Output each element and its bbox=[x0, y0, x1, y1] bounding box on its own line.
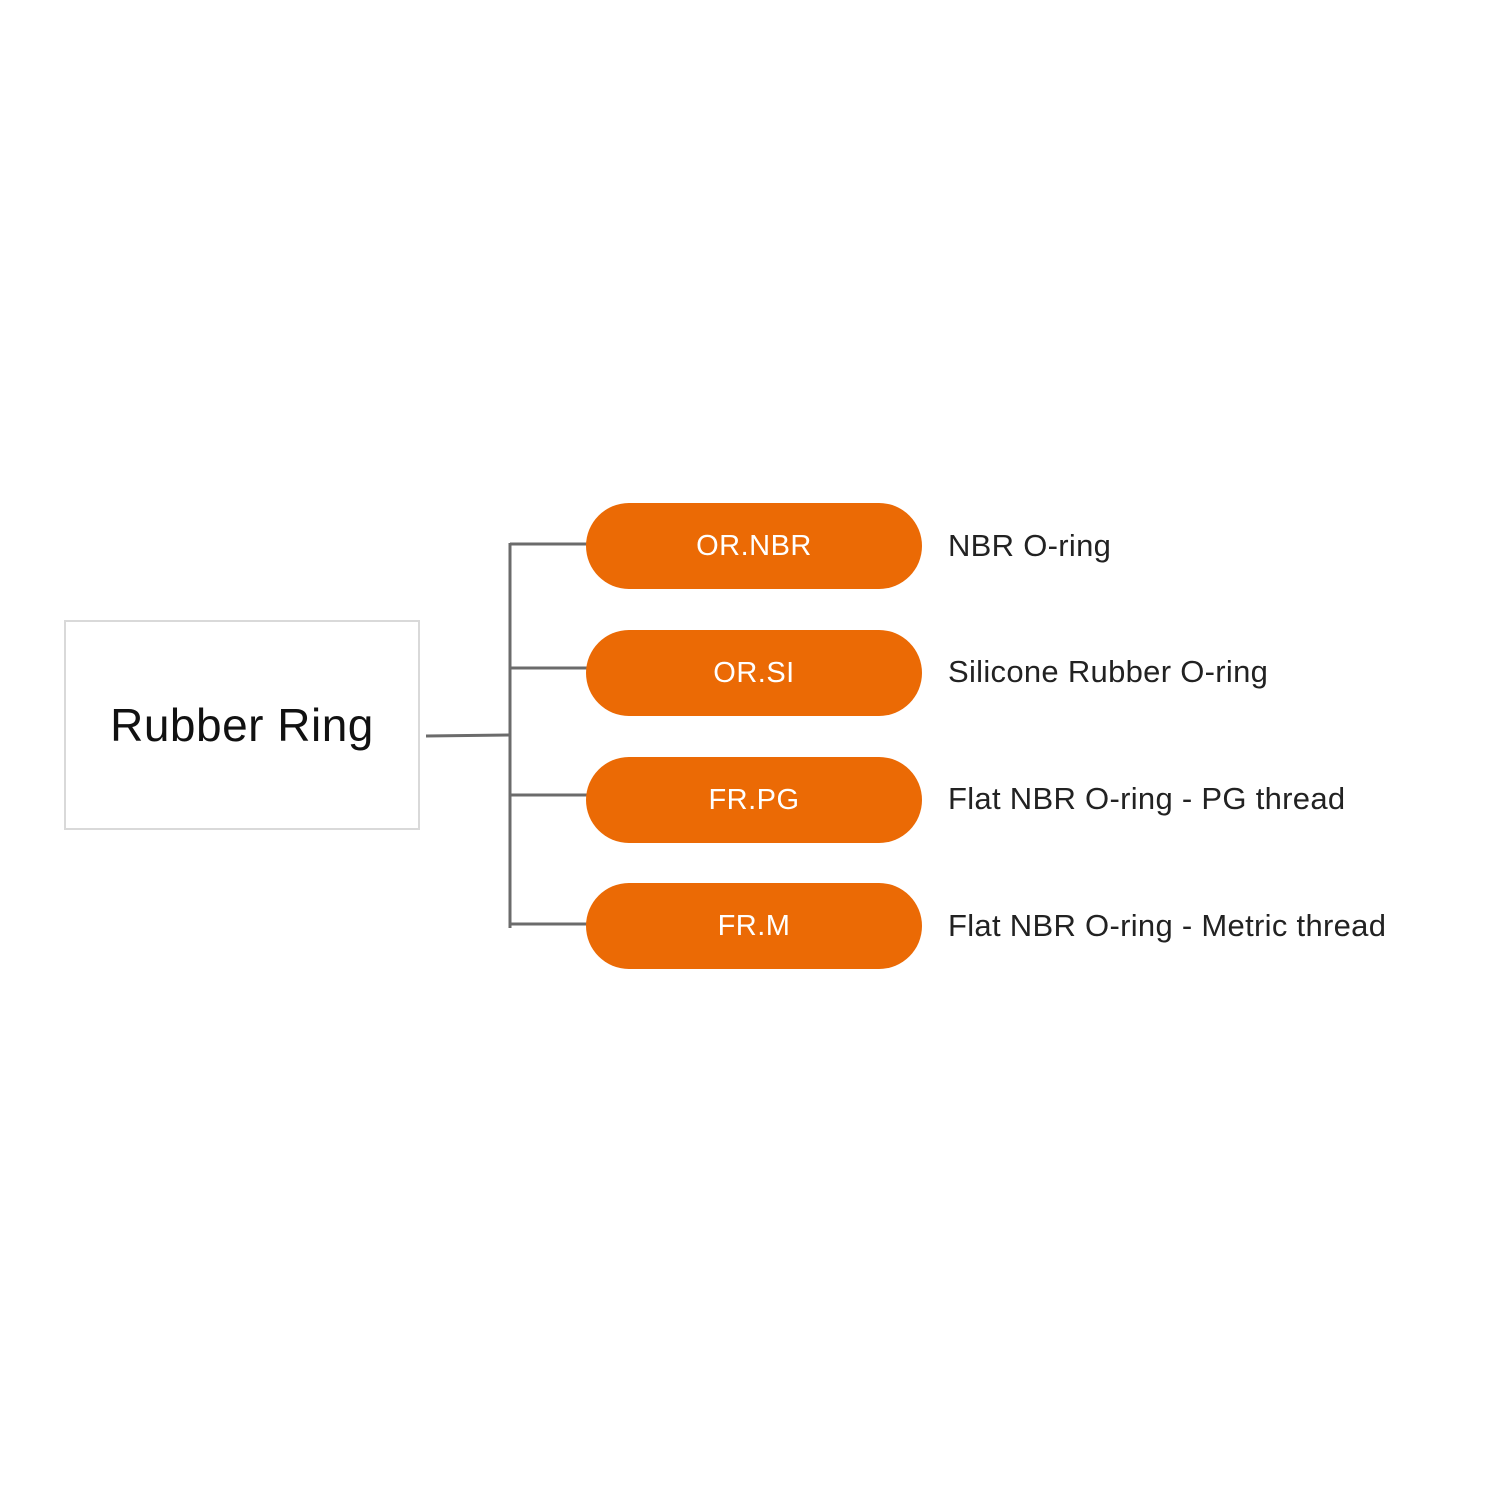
branch-pill-fr-pg: FR.PG bbox=[586, 757, 922, 843]
root-connector bbox=[425, 733, 511, 738]
branch-code: OR.NBR bbox=[696, 529, 812, 562]
branch-description: Flat NBR O-ring - Metric thread bbox=[948, 908, 1387, 943]
branch-code: FR.M bbox=[717, 909, 791, 942]
branch-description: Flat NBR O-ring - PG thread bbox=[948, 781, 1346, 816]
branch-description: Silicone Rubber O-ring bbox=[948, 654, 1269, 689]
root-node: Rubber Ring bbox=[64, 620, 420, 830]
branch-pill-fr-m: FR.M bbox=[586, 883, 922, 969]
branch-description: NBR O-ring bbox=[948, 528, 1112, 563]
branch-code: FR.PG bbox=[708, 783, 800, 816]
branch-pill-or-si: OR.SI bbox=[586, 630, 922, 716]
root-label: Rubber Ring bbox=[110, 699, 374, 751]
branch-code: OR.SI bbox=[713, 656, 795, 689]
branch-pill-or-nbr: OR.NBR bbox=[586, 503, 922, 589]
